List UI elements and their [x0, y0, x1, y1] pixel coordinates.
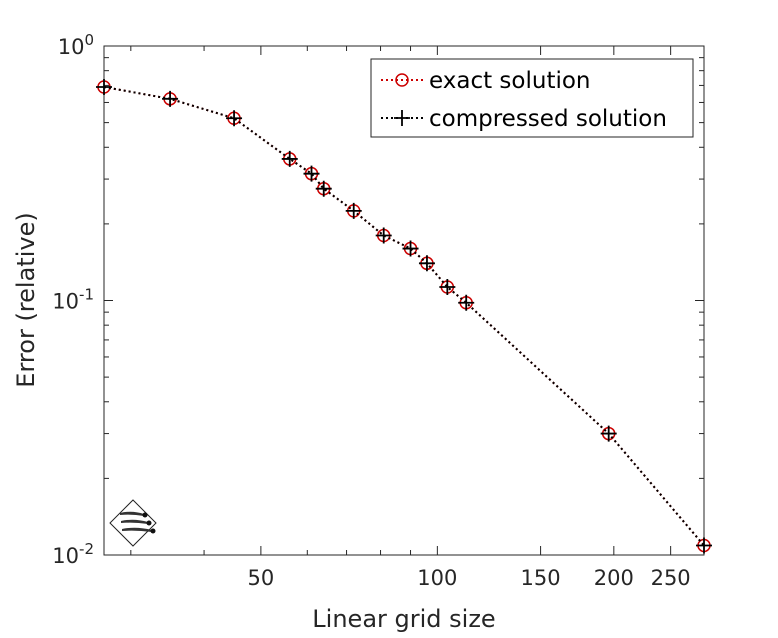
y-tick-label: 10-1: [52, 286, 94, 314]
watermark-logo: [109, 499, 157, 547]
legend: exact solution compressed solution: [370, 58, 694, 138]
x-tick-label: 200: [594, 566, 634, 590]
data-point-compressed: [439, 278, 456, 295]
y-tick-label-exponent: -1: [79, 286, 94, 304]
x-tick-label: 150: [521, 566, 561, 590]
data-point-compressed: [303, 165, 320, 182]
data-point-compressed: [281, 150, 298, 167]
y-tick-label-exponent: 0: [84, 31, 94, 49]
data-point-compressed: [226, 110, 243, 127]
x-tick-label: 250: [651, 566, 691, 590]
data-point-compressed: [375, 227, 392, 244]
series-layer: [96, 79, 712, 554]
data-point-compressed: [458, 294, 475, 311]
data-point-compressed: [345, 202, 362, 219]
x-axis-label: Linear grid size: [312, 605, 495, 633]
data-point-compressed: [315, 180, 332, 197]
legend-compressed-marker: [394, 110, 410, 126]
legend-exact-marker: [395, 73, 409, 87]
data-point-compressed: [600, 425, 617, 442]
legend-exact-label: exact solution: [429, 68, 591, 94]
y-tick-label-exponent: -2: [79, 540, 94, 558]
y-tick-label-base: 10: [52, 544, 79, 568]
data-point-compressed: [96, 79, 112, 96]
axis-ticks: [104, 45, 704, 556]
x-tick-label: 50: [248, 566, 275, 590]
legend-box: [370, 58, 694, 138]
y-tick-label-base: 10: [52, 290, 79, 314]
x-tick-label: 100: [417, 566, 457, 590]
data-point-compressed: [418, 255, 435, 272]
y-tick-label-base: 10: [58, 35, 85, 59]
y-tick-label: 10-2: [52, 540, 94, 568]
data-point-compressed: [162, 90, 179, 107]
y-axis-label: Error (relative): [12, 212, 40, 387]
legend-compressed-label: compressed solution: [429, 106, 667, 132]
series-line-compressed: [103, 86, 705, 547]
y-tick-label: 100: [58, 31, 94, 59]
data-point-compressed: [402, 240, 419, 257]
data-point-compressed: [696, 537, 712, 554]
